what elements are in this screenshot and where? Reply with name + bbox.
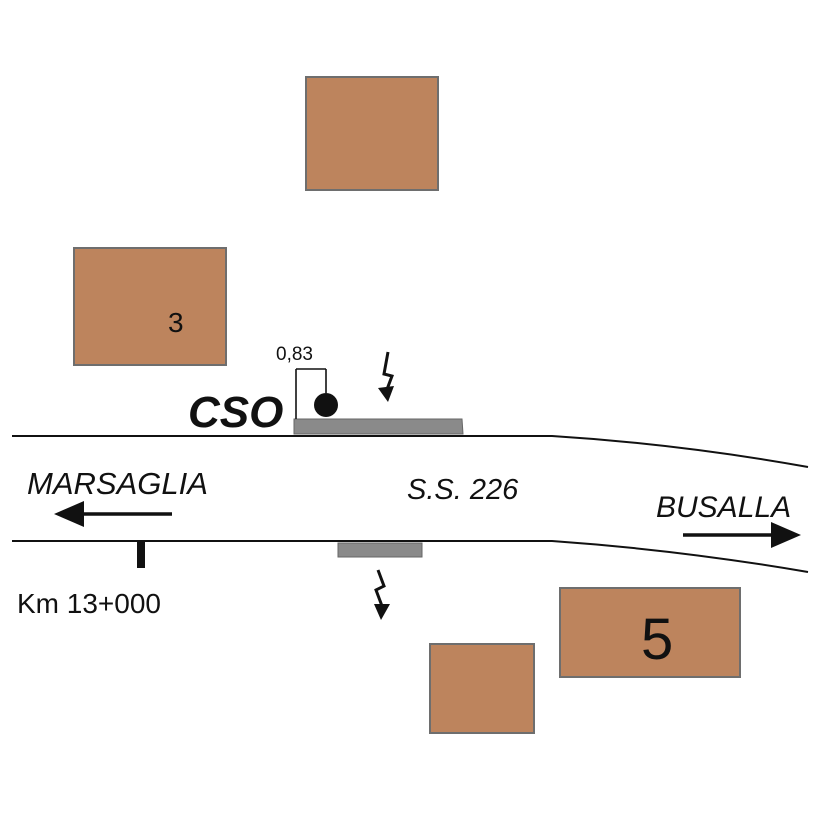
dimension-label: 0,83	[276, 344, 313, 365]
km-label: Km 13+000	[17, 588, 161, 619]
road-edge-north	[12, 435, 809, 468]
road-name-label: S.S. 226	[407, 474, 519, 506]
building-3	[73, 247, 227, 366]
lightning-arrow-icon	[378, 351, 394, 402]
cso-label: CSO	[188, 388, 283, 437]
building-bottom	[429, 643, 535, 734]
building-3-label: 3	[168, 307, 184, 338]
building-5-label: 5	[641, 607, 673, 672]
marsaglia-label: MARSAGLIA	[27, 466, 208, 501]
sidewalk-pad-south	[337, 542, 423, 558]
measurement-point-icon	[314, 393, 338, 417]
building-5	[559, 587, 741, 678]
road-edge-south	[12, 540, 809, 573]
busalla-label: BUSALLA	[656, 491, 791, 524]
arrow-left-icon	[54, 501, 172, 527]
building-top	[305, 76, 439, 191]
km-marker-post	[137, 542, 145, 568]
sidewalk-pad-north	[293, 418, 464, 435]
dimension-marker	[295, 368, 327, 419]
arrow-right-icon	[683, 522, 801, 548]
lightning-arrow-icon	[374, 569, 390, 620]
